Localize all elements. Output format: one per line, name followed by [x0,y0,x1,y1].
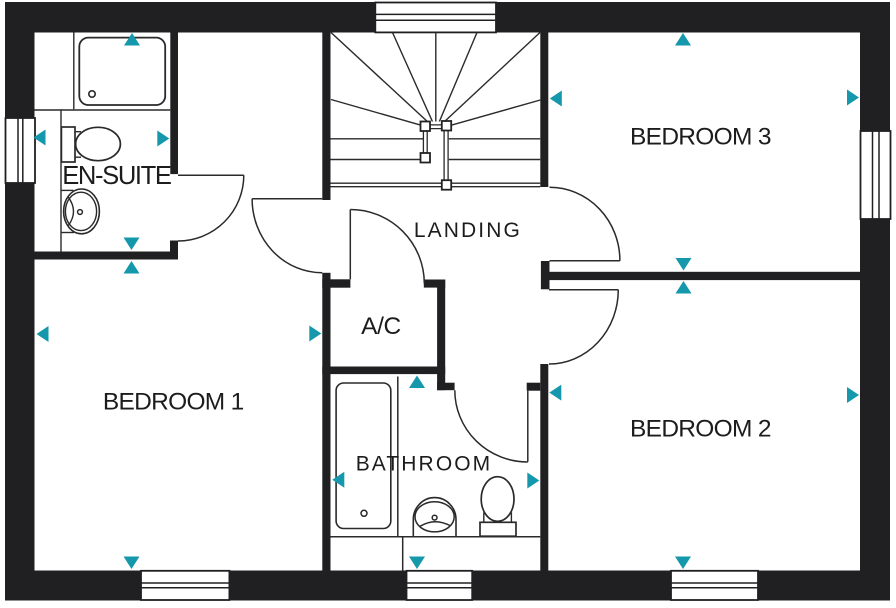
svg-text:BATHROOM: BATHROOM [356,453,493,476]
svg-text:BEDROOM 1: BEDROOM 1 [103,389,244,416]
svg-text:LANDING: LANDING [414,219,522,242]
svg-text:BEDROOM 3: BEDROOM 3 [630,124,771,151]
svg-text:A/C: A/C [361,313,401,340]
svg-text:EN-SUITE: EN-SUITE [62,162,171,190]
svg-text:BEDROOM 2: BEDROOM 2 [630,415,771,442]
